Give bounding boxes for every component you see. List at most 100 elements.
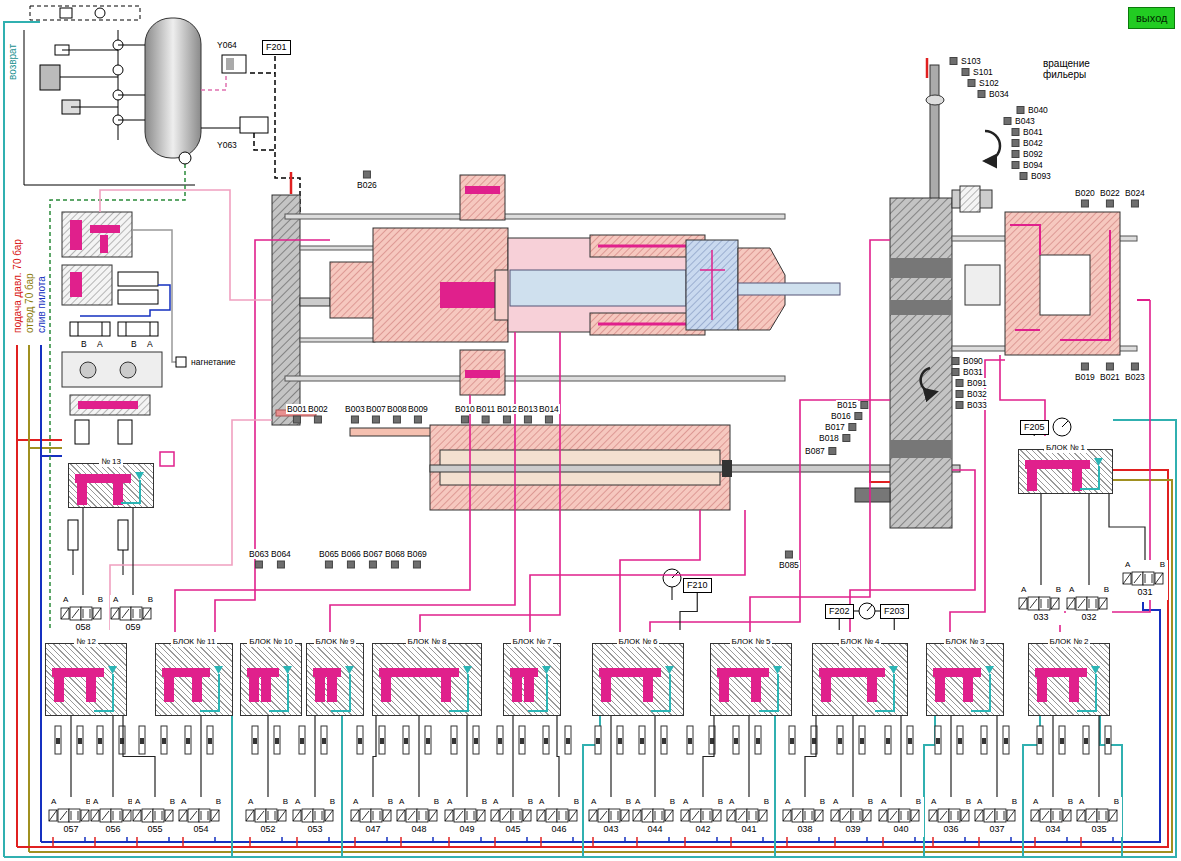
sensor-marker — [391, 561, 398, 568]
return-channel — [121, 480, 140, 503]
pilot-line — [123, 716, 155, 797]
block-spools — [1029, 644, 1109, 715]
pressure-gauges — [663, 569, 681, 587]
pilot-line — [82, 508, 83, 595]
spool — [77, 482, 87, 505]
block-heading: БЛОК № 9 — [314, 637, 357, 647]
block-body — [710, 643, 792, 716]
pilot-valve-cluster — [100, 235, 108, 253]
sensor-code: S102 — [978, 78, 1000, 88]
cartridge-core — [860, 738, 864, 744]
sensor-code: B009 — [407, 404, 429, 414]
sensor-marker — [952, 369, 959, 376]
valve-block: БЛОК № 1 — [1018, 436, 1113, 494]
cartridge — [687, 726, 693, 754]
power-unit — [30, 6, 140, 20]
spool-channel — [52, 668, 104, 677]
part-label: вращение фильеры — [1042, 58, 1106, 80]
spool-channel — [75, 474, 131, 483]
spool-channel — [933, 668, 981, 677]
sensor-marker — [1012, 162, 1019, 169]
valve-symbol — [292, 808, 334, 823]
pilot-line — [703, 716, 714, 797]
sensor-marker — [1012, 129, 1019, 136]
press-illustration — [700, 250, 725, 320]
spool-channel — [717, 668, 769, 677]
cartridge — [837, 726, 843, 754]
press-illustration — [373, 228, 508, 342]
sensor-marker — [461, 416, 468, 423]
sensor-code: B031 — [962, 367, 984, 377]
port-letter: A — [977, 797, 982, 806]
supply-tap — [448, 837, 450, 847]
block-body — [240, 643, 302, 716]
supply-tap — [834, 837, 836, 847]
solenoid-valve: AB047 — [350, 797, 396, 837]
power-unit — [201, 128, 240, 129]
supply-tap — [978, 837, 980, 847]
valve-symbol — [132, 808, 174, 823]
pilot-valve-cluster — [118, 272, 158, 286]
die-rotation-unit — [890, 198, 952, 528]
sensor-marker — [413, 561, 420, 568]
valve-number: 044 — [632, 824, 678, 835]
solenoid-valve: AB035 — [1076, 797, 1122, 837]
block-heading: БЛОК № 8 — [406, 637, 449, 647]
block-body — [592, 643, 684, 716]
pressure-pipes — [330, 332, 515, 632]
drain-tap — [386, 837, 388, 842]
valve-number: 055 — [132, 824, 178, 835]
valve-arrows — [293, 810, 333, 821]
cartridge-core — [474, 738, 478, 744]
port-letter: A — [1021, 585, 1026, 594]
cartridge — [1105, 726, 1111, 754]
cartridge-core — [78, 738, 82, 744]
pilot-valve-cluster — [68, 520, 78, 550]
valve-arrows — [727, 810, 767, 821]
spool — [1072, 468, 1082, 491]
sensor-marker — [1106, 363, 1113, 370]
cartridge — [661, 726, 667, 754]
pilot-valve-cluster — [70, 395, 150, 415]
sensor-marker — [545, 416, 552, 423]
valve-number: 048 — [396, 824, 442, 835]
spool — [643, 676, 653, 702]
press-illustration — [350, 428, 432, 436]
valve-block: БЛОК № 2 — [1028, 630, 1110, 716]
block-heading: БЛОК № 3 — [944, 637, 987, 647]
pilot-line — [839, 619, 840, 630]
press-illustration — [686, 240, 738, 330]
spool-channel — [1025, 460, 1090, 469]
supply-tap — [52, 837, 54, 847]
cartridge — [274, 726, 280, 754]
cartridge-core — [838, 738, 842, 744]
sensor-code: B014 — [538, 404, 560, 414]
power-unit — [145, 18, 201, 158]
cartridge — [497, 726, 503, 754]
sensor-marker — [347, 561, 354, 568]
valve-number: 045 — [490, 824, 536, 835]
return-channel — [651, 674, 670, 711]
supply-buses — [29, 345, 62, 852]
sensor-code: B019 — [1074, 372, 1096, 382]
drain-tap — [126, 837, 128, 842]
press-illustration — [285, 376, 785, 381]
valve-symbol — [350, 808, 392, 823]
exit-button: выход — [1128, 7, 1175, 29]
drain-tap — [1112, 837, 1114, 842]
valve-block: БЛОК № 5 — [710, 630, 792, 716]
cartridge — [357, 726, 363, 754]
part-label: B — [80, 339, 88, 349]
valve-symbol — [782, 808, 824, 823]
supply-tap — [540, 837, 542, 847]
spool — [261, 676, 271, 702]
return-port — [1091, 666, 1100, 674]
valve-symbol — [632, 808, 674, 823]
spool-channel — [510, 668, 538, 677]
port-letter: B — [434, 797, 439, 806]
block-heading: БЛОК № 6 — [617, 637, 660, 647]
sensor-code: B003 — [344, 404, 366, 414]
valve-number: 043 — [588, 824, 634, 835]
block-spools — [156, 644, 232, 715]
sensor-tag: F202 — [825, 604, 854, 619]
